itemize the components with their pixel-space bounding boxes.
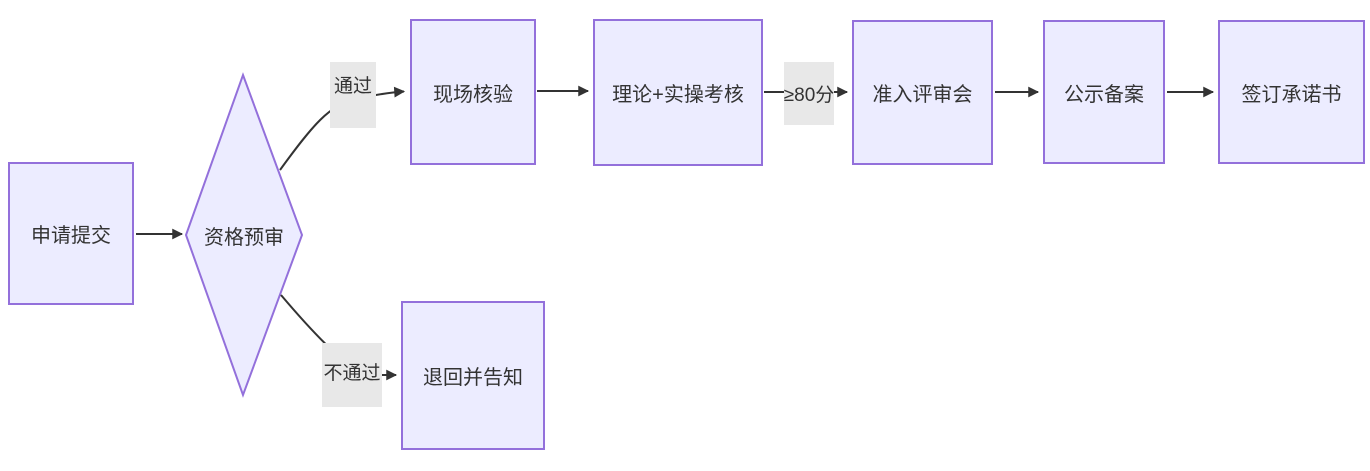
- node-theory-practical-exam: 理论+实操考核: [593, 19, 763, 166]
- node-admission-review-meeting-label: 准入评审会: [872, 84, 973, 106]
- edge-label-score: ≥80分: [784, 62, 834, 125]
- node-admission-review-meeting: 准入评审会: [852, 20, 993, 165]
- edge-label-pass: 通过: [330, 62, 376, 128]
- node-publicity-filing-label: 公示备案: [1064, 83, 1144, 106]
- edge-label-score-text: ≥80分: [783, 85, 835, 106]
- decision-diamond-shape: [184, 72, 304, 398]
- edge-label-pass-text: 通过: [333, 76, 372, 97]
- node-sign-commitment-label: 签订承诺书: [1241, 83, 1342, 106]
- node-onsite-verification: 现场核验: [410, 19, 536, 165]
- node-return-and-notify-label: 退回并告知: [423, 367, 523, 389]
- node-apply-submit-label: 申请提交: [31, 225, 111, 247]
- node-sign-commitment: 签订承诺书: [1218, 20, 1365, 164]
- node-theory-practical-exam-label: 理论+实操考核: [612, 84, 744, 106]
- edge-label-fail-text: 不通过: [323, 363, 381, 384]
- node-apply-submit: 申请提交: [8, 162, 134, 305]
- edge-label-fail: 不通过: [322, 343, 382, 407]
- node-prequalification: 资格预审: [184, 215, 304, 255]
- node-publicity-filing: 公示备案: [1043, 20, 1165, 164]
- node-onsite-verification-label: 现场核验: [433, 83, 513, 106]
- node-return-and-notify: 退回并告知: [401, 301, 545, 450]
- node-prequalification-label: 资格预审: [204, 226, 284, 249]
